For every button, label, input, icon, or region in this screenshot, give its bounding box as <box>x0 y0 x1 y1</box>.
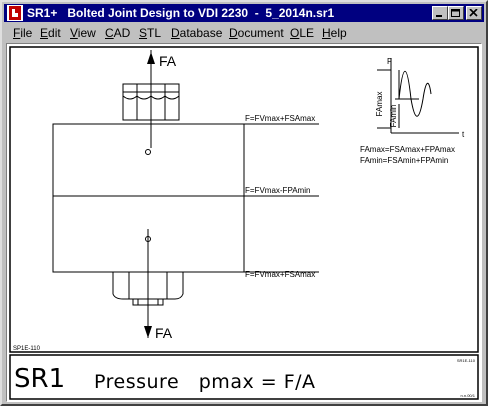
drawing-frame <box>9 46 479 353</box>
figure-id: SP1E-110 <box>13 346 41 352</box>
menu-database[interactable]: Database <box>171 26 223 40</box>
command-text: Pressure pmax = F/A <box>94 371 316 393</box>
corner-label-top: SR1E-110 <box>457 358 476 363</box>
menu-help[interactable]: Help <box>322 26 347 40</box>
drawing-canvas[interactable]: FA F=FVmax+FSAmax F=FVmax-FPAmin F=FVmax… <box>7 44 481 401</box>
app-logo-icon <box>7 5 23 21</box>
graph-x-label: t <box>462 130 465 139</box>
graph-y-label: F <box>387 57 392 66</box>
formula-famax: FAmax=FSAmax+FPAmax <box>360 145 455 154</box>
maximize-button[interactable] <box>448 6 464 20</box>
graph-famin-label: FAmin <box>389 105 398 128</box>
command-prefix: SR1 <box>14 364 66 394</box>
menu-ole[interactable]: OLE <box>290 26 315 40</box>
close-button[interactable] <box>466 6 482 20</box>
load-time-graph <box>377 58 459 134</box>
minimize-icon <box>436 15 442 17</box>
force-label-bottom: FA <box>155 325 173 341</box>
corner-label-bottom: n.n.00/1 <box>461 393 476 398</box>
menu-cad[interactable]: CAD <box>105 26 131 40</box>
window-title: SR1+ Bolted Joint Design to VDI 2230 - 5… <box>27 6 335 20</box>
close-icon <box>469 9 478 17</box>
command-frame <box>9 354 479 400</box>
title-bar[interactable]: SR1+ Bolted Joint Design to VDI 2230 - 5… <box>4 4 484 22</box>
menu-file[interactable]: File <box>13 26 33 40</box>
menu-document[interactable]: Document <box>229 26 284 40</box>
menu-view[interactable]: View <box>70 26 96 40</box>
force-arrow-top <box>147 50 155 148</box>
label-top-load: F=FVmax+FSAmax <box>245 114 315 123</box>
menu-bar: File Edit View CAD STL Database Document… <box>4 24 484 42</box>
minimize-button[interactable] <box>432 6 448 20</box>
formula-famin: FAmin=FSAmin+FPAmin <box>360 156 448 165</box>
force-label-top: FA <box>159 53 177 69</box>
label-mid-load: F=FVmax-FPAmin <box>245 186 310 195</box>
label-bottom-load: F=FVmax+FSAmax <box>245 270 315 279</box>
force-arrow-bottom <box>144 229 152 338</box>
drawing-area[interactable]: FA F=FVmax+FSAmax F=FVmax-FPAmin F=FVmax… <box>6 43 482 402</box>
menu-stl[interactable]: STL <box>139 26 162 40</box>
menu-edit[interactable]: Edit <box>40 26 61 40</box>
graph-famax-label: FAmax <box>375 92 384 117</box>
bolt-center-top <box>145 149 151 155</box>
maximize-icon <box>451 9 460 17</box>
